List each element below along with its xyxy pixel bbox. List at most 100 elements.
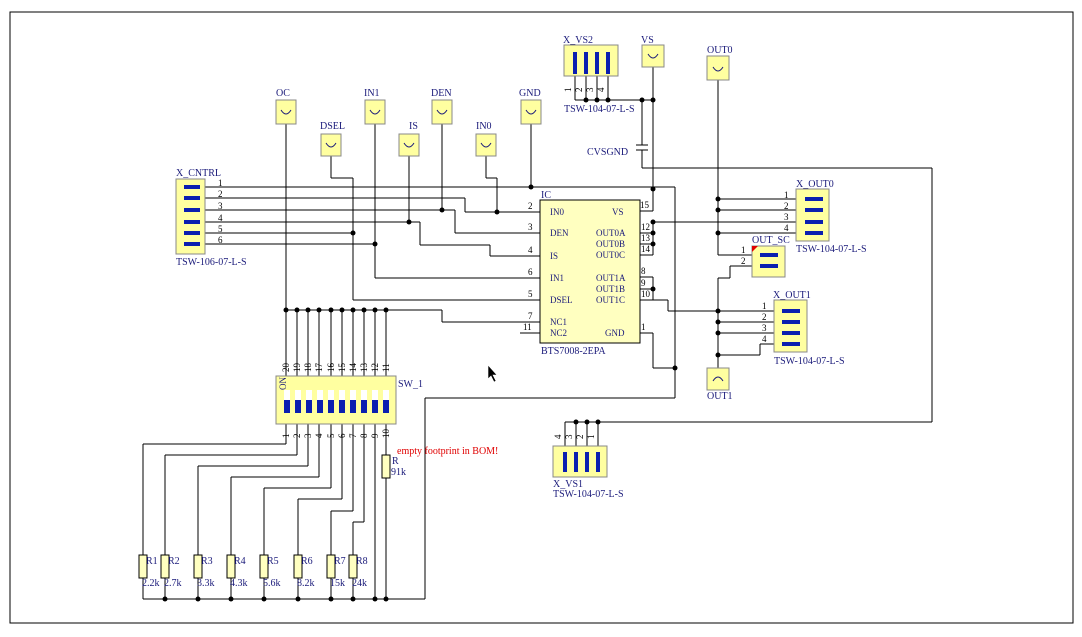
sw1-top-pin: 19 <box>292 363 302 373</box>
sw1-bottom-pin: 7 <box>348 433 358 438</box>
port-out0-label: OUT0 <box>707 45 733 56</box>
sw1-top-pin: 15 <box>337 363 347 373</box>
ic-pin-name: NC1 <box>550 317 567 327</box>
connector-x-vs1[interactable]: 4 3 2 1 X_VS1 TSW-104-07-L-S <box>552 434 624 500</box>
resistor-r2[interactable]: R22.7k <box>160 554 182 589</box>
port-den[interactable]: DEN <box>431 88 453 125</box>
ic-pin-name: OUT1B <box>596 284 625 294</box>
ic-pin-num: 10 <box>641 289 651 299</box>
ic-pin-name: IS <box>550 251 558 261</box>
resistor-value: 2.7k <box>164 578 182 589</box>
x-out1-pin: 4 <box>762 334 767 344</box>
resistor-r-pull[interactable]: R 91k <box>381 454 406 479</box>
socket-icon <box>525 109 537 115</box>
ic-pin-num: 9 <box>641 278 646 288</box>
wires <box>142 67 933 600</box>
resistor-r3[interactable]: R3 3.3k <box>193 554 215 589</box>
resistor-value: 8.2k <box>297 578 315 589</box>
sw1-bottom-pin: 6 <box>337 433 347 438</box>
resistor-value: 5.6k <box>263 578 281 589</box>
resistor-ref: R7 <box>334 556 346 567</box>
ic-pin-name: OUT1C <box>596 295 625 305</box>
x-cntrl-pin: 6 <box>218 235 223 245</box>
resistor-r7[interactable]: R7 15k <box>326 554 346 589</box>
sw1-top-pin: 11 <box>381 363 391 372</box>
socket-icon <box>480 142 492 148</box>
sheet-border <box>9 11 1074 624</box>
ic-pin-name: VS <box>612 207 624 217</box>
resistor-ref: R1 <box>146 556 158 567</box>
resistor-r6[interactable]: R68.2k <box>293 554 315 589</box>
resistor-value: 15k <box>330 578 345 589</box>
x-out1-value: TSW-104-07-L-S <box>774 356 845 367</box>
x-cntrl-pin: 1 <box>218 178 223 188</box>
x-cntrl-value: TSW-106-07-L-S <box>176 257 247 268</box>
resistor-value: 2.2k <box>142 578 160 589</box>
resistor-value: 24k <box>352 578 367 589</box>
resistor-ref: R3 <box>201 556 213 567</box>
port-vs-label: VS <box>641 35 654 46</box>
socket-icon <box>436 109 448 115</box>
x-out0-pin: 4 <box>784 223 789 233</box>
ic-pin-num: 2 <box>528 201 533 211</box>
ic-pin-num: 13 <box>641 233 651 243</box>
x-out0-pin: 2 <box>784 201 789 211</box>
port-in1[interactable]: IN1 <box>364 88 386 125</box>
ic-pin-name: NC2 <box>550 328 567 338</box>
resistor-value: 3.3k <box>197 578 215 589</box>
x-vs1-value: TSW-104-07-L-S <box>553 489 624 500</box>
resistor-r5[interactable]: R5 5.6k <box>259 554 281 589</box>
connector-x-cntrl[interactable]: X_CNTRL 1 2 3 4 5 6 TSW-106-07-L-S <box>175 168 247 268</box>
ic-pin-name: GND <box>605 328 625 338</box>
port-vs[interactable]: VS <box>641 35 665 68</box>
x-out1-ref: X_OUT1 <box>773 290 811 301</box>
port-gnd[interactable]: GND <box>519 88 542 125</box>
sw1-top-pin: 13 <box>359 363 369 373</box>
connector-x-out0[interactable]: X_OUT0 1 2 3 4 TSW-104-07-L-S <box>784 179 867 255</box>
connector-x-out1[interactable]: X_OUT1 1 2 3 4 TSW-104-07-L-S <box>762 290 845 367</box>
resistor-body <box>348 554 358 579</box>
ic-bts7008[interactable]: IC 2 3 4 6 5 7 11 IN0 DEN IS IN1 DSEL NC… <box>520 190 651 357</box>
out-sc-pin: 1 <box>741 245 746 255</box>
sw1-top-pin: 12 <box>370 363 380 372</box>
x-cntrl-pin: 2 <box>218 189 223 199</box>
ic-pin-name: OUT0C <box>596 250 625 260</box>
resistor-r4[interactable]: R44.3k <box>226 554 248 589</box>
resistor-ref: R5 <box>267 556 279 567</box>
x-out1-pin: 1 <box>762 301 767 311</box>
x-out0-pin: 1 <box>784 190 789 200</box>
resistor-ref: R8 <box>356 556 368 567</box>
resistor-body <box>193 554 203 579</box>
port-is[interactable]: IS <box>398 121 420 157</box>
sw1-on-label: ON <box>278 377 288 390</box>
resistor-r8[interactable]: R8 24k <box>348 554 368 589</box>
ic-pin-num: 7 <box>528 311 533 321</box>
sw1-bottom-pin: 3 <box>303 433 313 438</box>
port-dsel[interactable]: DSEL <box>320 121 345 157</box>
port-out1-label: OUT1 <box>707 391 733 402</box>
ic-pin-name: OUT0A <box>596 228 626 238</box>
port-in0[interactable]: IN0 <box>475 121 497 157</box>
ic-pin-name: OUT0B <box>596 239 625 249</box>
resistor-ref: R4 <box>234 556 246 567</box>
ic-pin-num: 15 <box>640 200 650 210</box>
port-out1[interactable]: OUT1 <box>706 367 733 402</box>
socket-icon <box>647 53 659 59</box>
x-vs1-pin: 2 <box>575 435 585 440</box>
port-den-label: DEN <box>431 88 452 99</box>
x-vs2-value: TSW-104-07-L-S <box>564 104 635 115</box>
x-out1-pin: 3 <box>762 323 767 333</box>
port-out0[interactable]: OUT0 <box>706 45 733 81</box>
x-out0-ref: X_OUT0 <box>796 179 834 190</box>
socket-icon <box>280 109 292 115</box>
resistor-r1[interactable]: R1 2.2k <box>138 554 160 589</box>
jumper-out-sc[interactable]: OUT_SC 1 2 <box>741 235 790 278</box>
port-oc[interactable]: OC <box>275 88 297 125</box>
x-out1-pin: 2 <box>762 312 767 322</box>
ic-pin-num: 6 <box>528 267 533 277</box>
connector-x-vs2[interactable]: X_VS2 1 2 3 4 TSW-104-07-L-S <box>563 35 635 115</box>
out-sc-ref: OUT_SC <box>752 235 790 246</box>
